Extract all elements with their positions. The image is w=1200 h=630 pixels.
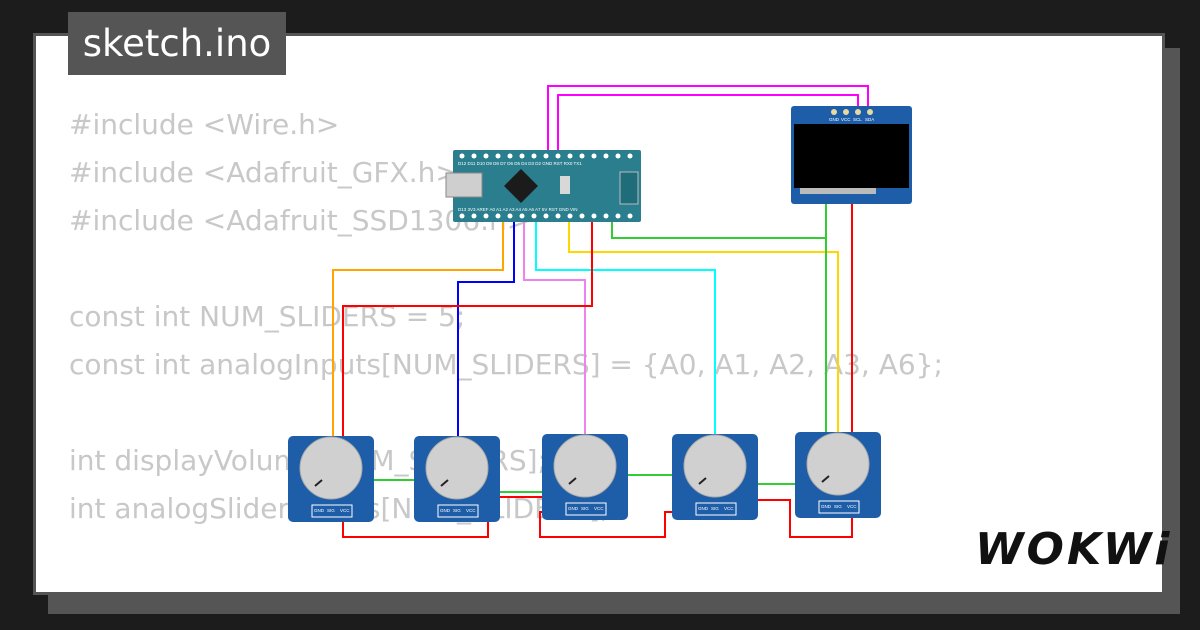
oled-pin-scl: SCL bbox=[853, 117, 862, 122]
code-line: #include <Wire.h> bbox=[69, 108, 340, 141]
filename-label: sketch.ino bbox=[82, 22, 272, 65]
filename-tab: sketch.ino bbox=[68, 12, 286, 75]
logo-text: WOKWi bbox=[975, 524, 1173, 575]
pin-sig-label: SIG bbox=[453, 508, 461, 513]
mcu-chip bbox=[504, 169, 538, 203]
code-line: const int analogInputs[NUM_SLIDERS] = {A… bbox=[69, 348, 943, 381]
pin-gnd-label: GND bbox=[698, 506, 709, 511]
knob-indicator bbox=[698, 477, 707, 485]
pin-sig-label: SIG bbox=[834, 504, 842, 509]
top-pin-labels: D12 D11 D10 D9 D8 D7 D6 D5 D4 D3 D2 GND … bbox=[458, 161, 582, 166]
pin-vcc-label: VCC bbox=[466, 508, 476, 513]
potentiometer-2[interactable]: GND SIG VCC bbox=[414, 436, 500, 522]
wire-violet bbox=[523, 222, 586, 492]
board-pcb bbox=[453, 150, 641, 222]
reset-button bbox=[560, 176, 570, 194]
oled-pins bbox=[831, 109, 873, 115]
pin-vcc-label: VCC bbox=[594, 506, 604, 511]
wire-cyan bbox=[535, 222, 716, 492]
knob-indicator bbox=[314, 479, 323, 487]
wire-magenta bbox=[547, 85, 869, 160]
pin-gnd-label: GND bbox=[568, 506, 579, 511]
pin-gnd-label: GND bbox=[440, 508, 451, 513]
oled-display[interactable]: GND VCC SCL SDA bbox=[791, 106, 912, 204]
oled-pin-sda: SDA bbox=[865, 117, 874, 122]
top-pin-row bbox=[459, 153, 633, 159]
code-line: #include <Adafruit_GFX.h> bbox=[69, 156, 459, 189]
potentiometer-3[interactable]: GND SIG VCC bbox=[542, 434, 628, 520]
pin-gnd-label: GND bbox=[314, 508, 325, 513]
potentiometer-1[interactable]: GND SIG VCC bbox=[288, 436, 374, 522]
knob-indicator bbox=[440, 479, 449, 487]
oled-screen bbox=[794, 124, 909, 188]
pin-sig-label: SIG bbox=[327, 508, 335, 513]
wokwi-logo: WOKWi bbox=[975, 524, 1169, 576]
pin-sig-label: SIG bbox=[711, 506, 719, 511]
pin-vcc-label: VCC bbox=[340, 508, 350, 513]
bottom-pin-row bbox=[459, 213, 633, 219]
wire-orange bbox=[332, 222, 504, 488]
knob-indicator bbox=[821, 475, 830, 483]
pin-gnd-label: GND bbox=[821, 504, 832, 509]
bottom-pin-labels: D13 3V3 AREF A0 A1 A2 A3 A4 A5 A6 A7 5V … bbox=[458, 207, 578, 212]
potentiometer-4[interactable]: GND SIG VCC bbox=[672, 434, 758, 520]
wire-magenta bbox=[557, 94, 859, 160]
pin-vcc-label: VCC bbox=[724, 506, 734, 511]
potentiometer-5[interactable]: GND SIG VCC bbox=[795, 432, 881, 518]
usb-connector bbox=[445, 172, 483, 198]
wire-blue bbox=[457, 222, 515, 490]
pin-vcc-label: VCC bbox=[847, 504, 857, 509]
project-card: #include <Wire.h> #include <Adafruit_GFX… bbox=[33, 33, 1165, 595]
arduino-nano[interactable]: D12 D11 D10 D9 D8 D7 D6 D5 D4 D3 D2 GND … bbox=[445, 150, 641, 222]
knob-indicator bbox=[568, 477, 577, 485]
oled-ribbon bbox=[800, 188, 876, 194]
wire-yellow bbox=[568, 222, 839, 498]
icsp-header bbox=[619, 171, 639, 205]
oled-pin-gnd: GND bbox=[829, 117, 840, 122]
oled-pin-vcc: VCC bbox=[841, 117, 851, 122]
pin-sig-label: SIG bbox=[581, 506, 589, 511]
